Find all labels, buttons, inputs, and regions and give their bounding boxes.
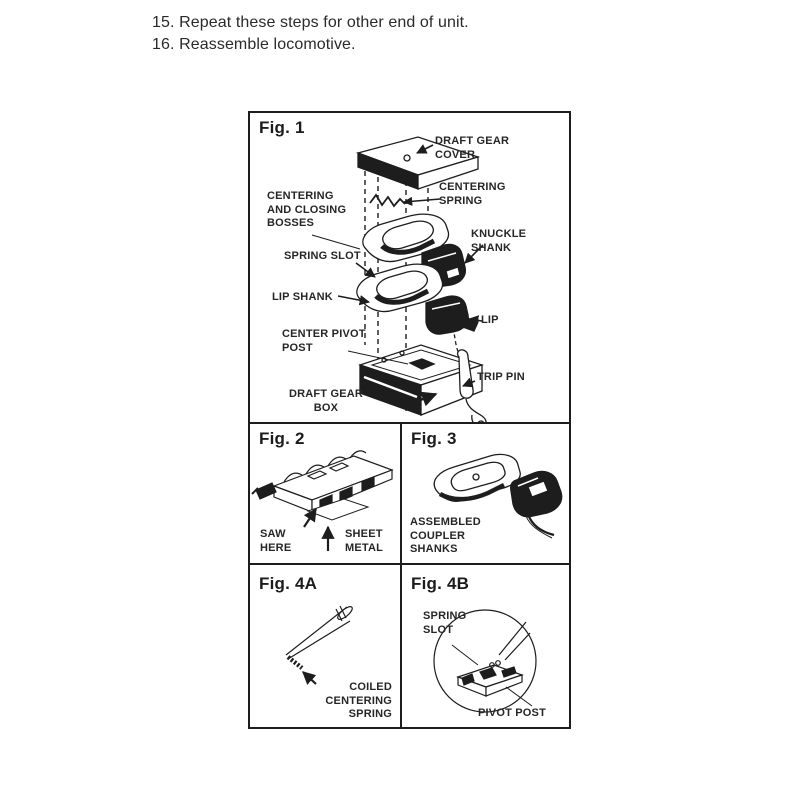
figure-panel: Fig. 1 DRAFT GEAR COVER CENTERING SPRING…	[248, 111, 571, 729]
label-lip: LIP	[481, 314, 499, 326]
label-saw-here: SAW HERE	[260, 528, 292, 554]
step-16: 16. Reassemble locomotive.	[152, 36, 356, 53]
exploded-coupler-drawing	[311, 136, 487, 422]
label-spring-slot: SPRING SLOT	[284, 250, 361, 262]
figure-3: Fig. 3 ASSEMBLED COUPLER SHANKS	[400, 422, 569, 563]
step-15: 15. Repeat these steps for other end of …	[152, 14, 469, 31]
label-center-pivot-post: CENTER PIVOT POST	[282, 328, 366, 354]
label-assembled-coupler-shanks: ASSEMBLED COUPLER SHANKS	[410, 516, 481, 555]
step-list: 15. Repeat these steps for other end of …	[152, 12, 469, 56]
label-centering-and-closing-bosses: CENTERING AND CLOSING BOSSES	[267, 190, 347, 229]
label-coiled-centering-spring: COILED CENTERING SPRING	[325, 681, 392, 720]
label-sheet-metal: SHEET METAL	[345, 528, 384, 554]
frame-saw-drawing	[251, 450, 394, 551]
label-draft-gear-box: DRAFT GEAR BOX	[288, 388, 364, 414]
figure-4b-title: Fig. 4B	[411, 574, 470, 593]
label-lip-shank: LIP SHANK	[272, 291, 333, 303]
figure-4b: Fig. 4B SPRING SLOT PIVOT POST	[400, 563, 569, 727]
label-trip-pin: TRIP PIN	[477, 371, 525, 383]
label-knuckle-shank: KNUCKLE SHANK	[471, 228, 527, 254]
magnified-spring-slot-drawing	[433, 609, 537, 713]
figure-1-title: Fig. 1	[259, 118, 305, 137]
assembled-coupler-drawing	[433, 453, 563, 539]
label-pivot-post: PIVOT POST	[478, 707, 547, 719]
figure-1: Fig. 1 DRAFT GEAR COVER CENTERING SPRING…	[250, 113, 569, 422]
figure-4a-title: Fig. 4A	[259, 574, 318, 593]
figure-2: Fig. 2 SAW HERE SHEET METAL	[250, 422, 400, 563]
label-spring-slot-4b: SPRING SLOT	[423, 610, 467, 636]
figure-3-title: Fig. 3	[411, 429, 457, 448]
tweezers-spring-drawing	[285, 605, 353, 685]
label-centering-spring: CENTERING SPRING	[439, 181, 506, 207]
label-draft-gear-cover: DRAFT GEAR COVER	[435, 135, 510, 161]
figure-2-title: Fig. 2	[259, 429, 305, 448]
figure-4a: Fig. 4A COILED CENTERING SPRING	[250, 563, 400, 727]
